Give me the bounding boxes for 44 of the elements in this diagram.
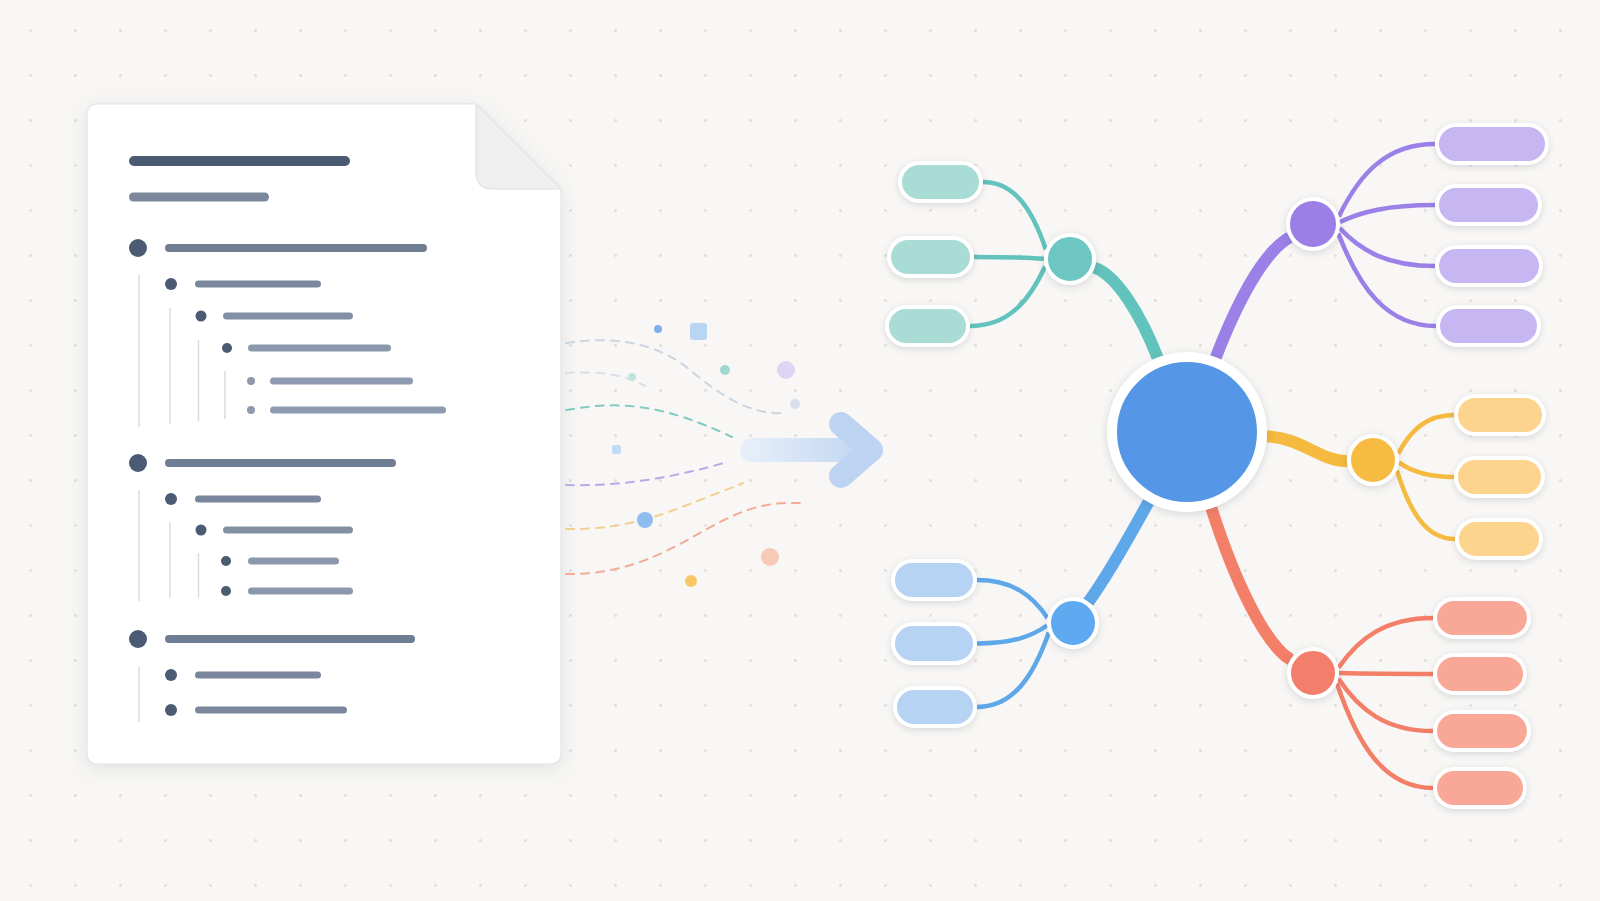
connector-line (976, 631, 1051, 710)
connector-line (974, 254, 1045, 262)
connector-line (1336, 677, 1434, 734)
connector-line (1336, 232, 1437, 329)
branch-circle (1044, 233, 1096, 285)
connector-line (1334, 682, 1434, 791)
connector-line (1338, 670, 1433, 677)
leaf-pill (885, 305, 970, 347)
branch-line (1205, 506, 1295, 665)
connector-line (976, 577, 1050, 620)
connector-line (1396, 412, 1455, 455)
branch-circle (1047, 597, 1099, 649)
leaf-pill (1454, 394, 1546, 436)
branch-line (1266, 430, 1348, 467)
connector-line (1338, 202, 1436, 225)
leaf-pill (1454, 456, 1545, 498)
leaf-pill (1435, 184, 1542, 226)
branch-circle (1287, 647, 1339, 699)
leaf-pill (1433, 767, 1527, 809)
leaf-pill (1436, 305, 1541, 347)
connector-line (1338, 226, 1436, 269)
connector-line (1394, 469, 1456, 542)
branch-circle (1347, 434, 1399, 486)
leaf-pill (1433, 597, 1531, 639)
leaf-pill (887, 236, 974, 278)
connector-line (969, 265, 1048, 329)
leaf-pill (1435, 123, 1549, 165)
leaf-pill (1433, 653, 1527, 695)
branch-line (1210, 232, 1293, 360)
leaf-pill (898, 161, 983, 203)
connector-line (1336, 615, 1434, 670)
branch-line (1091, 262, 1164, 360)
leaf-pill (1455, 518, 1543, 560)
branch-circle (1286, 197, 1340, 251)
leaf-pill (1435, 245, 1543, 287)
leaf-pill (893, 686, 977, 728)
connector-line (982, 179, 1048, 251)
connector-line (1397, 460, 1455, 480)
connector-line (976, 623, 1049, 646)
leaf-pill (891, 559, 977, 601)
leaf-pill (1433, 710, 1531, 752)
branch-line (1083, 499, 1154, 606)
leaf-pill (891, 622, 977, 665)
connector-line (1336, 141, 1436, 218)
